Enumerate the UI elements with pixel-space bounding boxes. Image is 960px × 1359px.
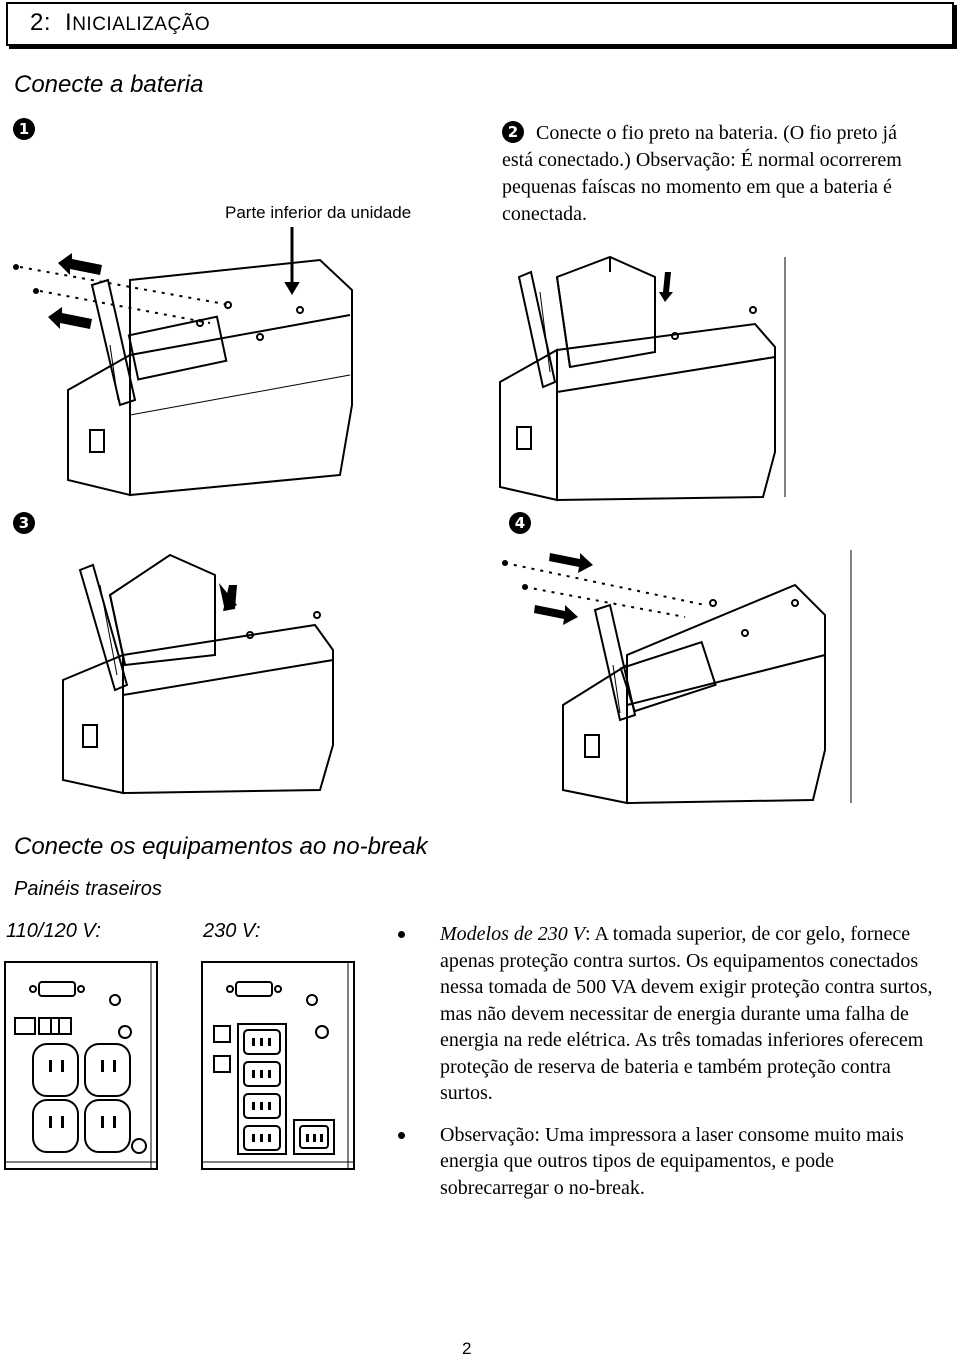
step-2-text: Conecte o fio preto na bateria. (O fio p… bbox=[502, 122, 902, 225]
bullet-laser-printer-text: Observação: Uma impressora a laser conso… bbox=[440, 1123, 904, 1199]
step-3-badge: 3 bbox=[13, 512, 35, 534]
bullet-dot bbox=[398, 931, 405, 938]
page-number: 2 bbox=[462, 1339, 472, 1358]
bullet-list: Modelos de 230 V: A tomada superior, de … bbox=[398, 921, 938, 1201]
battery-section-title: Conecte a bateria bbox=[14, 71, 204, 98]
rear-panel-230v bbox=[201, 961, 355, 1170]
bullet-item-230v-models: Modelos de 230 V: A tomada superior, de … bbox=[398, 921, 938, 1107]
rear-panel-110v bbox=[4, 961, 158, 1170]
rear-panels-subtitle: Painéis traseiros bbox=[14, 878, 162, 900]
illustration-step-1 bbox=[13, 227, 353, 497]
bullet-230v-models-text: : A tomada superior, de cor gelo, fornec… bbox=[440, 923, 933, 1104]
step-2-badge: 2 bbox=[502, 121, 524, 144]
equipment-section-title: Conecte os equipamentos ao no-break bbox=[14, 833, 428, 860]
illustration-step-4 bbox=[502, 550, 852, 805]
section-header-title: 2: INICIALIZAÇÃO bbox=[30, 9, 210, 37]
label-110v: 110/120 V: bbox=[6, 920, 101, 942]
illustration-step-3 bbox=[62, 553, 334, 795]
section-header-box bbox=[6, 2, 954, 46]
section-title-rest: NICIALIZAÇÃO bbox=[72, 14, 211, 35]
bullet-item-laser-printer: Observação: Uma impressora a laser conso… bbox=[398, 1122, 938, 1202]
section-title-initial: I bbox=[65, 9, 73, 36]
step-4-badge: 4 bbox=[509, 512, 531, 534]
label-230v: 230 V: bbox=[203, 920, 261, 942]
unit-bottom-label: Parte inferior da unidade bbox=[225, 203, 412, 222]
bullet-230v-models-label: Modelos de 230 V bbox=[440, 923, 585, 945]
illustration-step-2 bbox=[499, 255, 786, 502]
step-1-badge: 1 bbox=[13, 118, 35, 140]
bullet-dot bbox=[398, 1131, 405, 1139]
section-number: 2: bbox=[30, 9, 52, 36]
